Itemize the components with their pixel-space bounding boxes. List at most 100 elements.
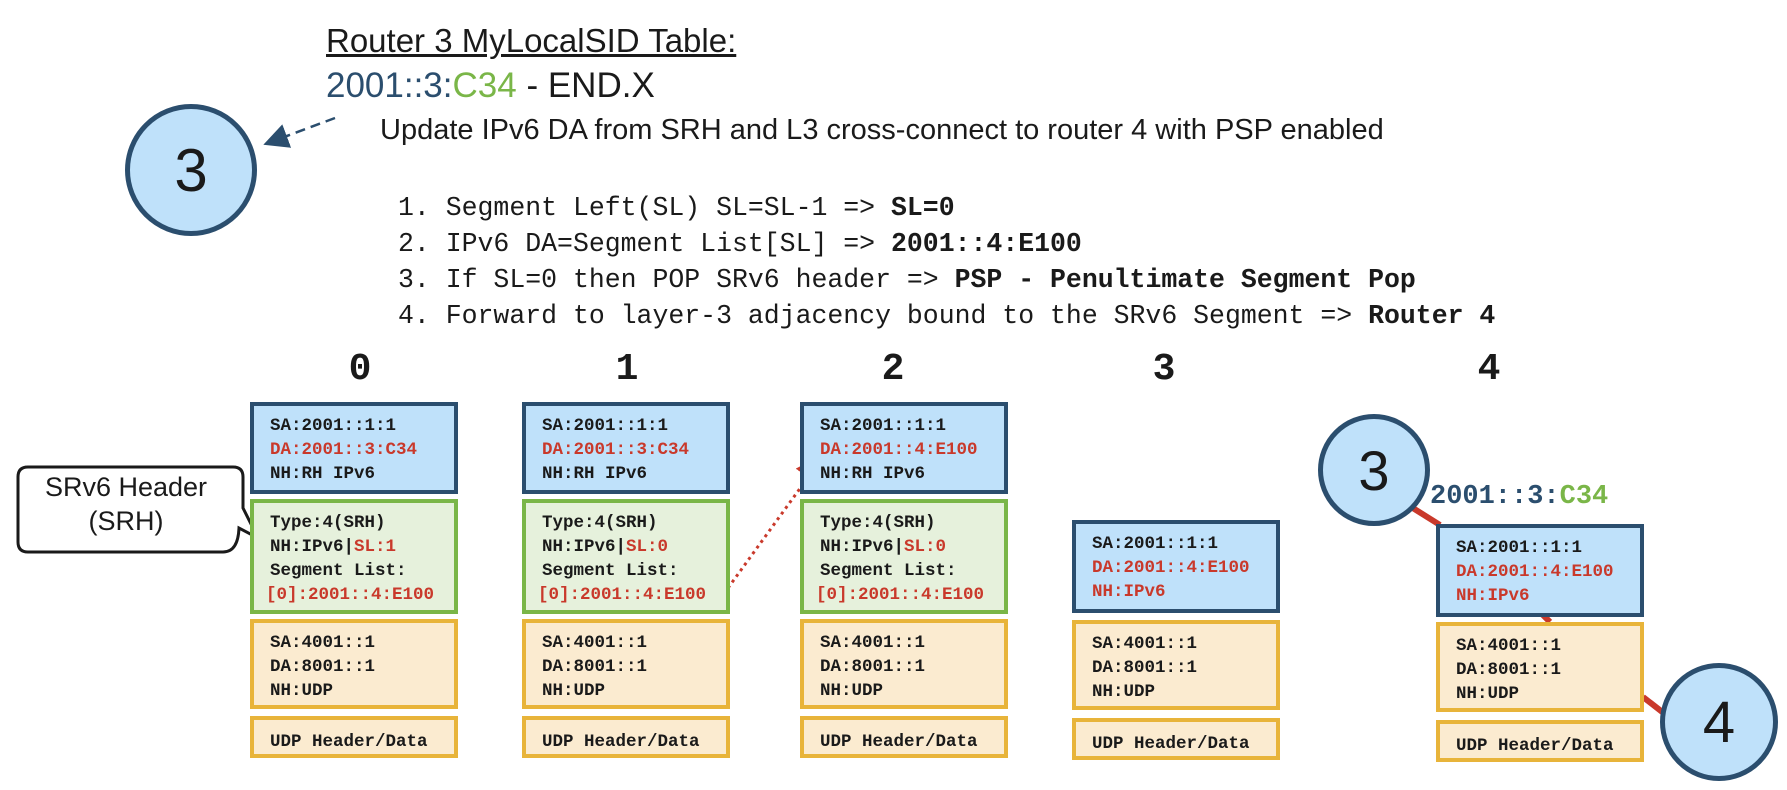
inner-source-address: SA:4001::1	[1456, 636, 1562, 656]
inner-destination-address: DA:8001::1	[820, 657, 926, 677]
step-text: Forward to layer-3 adjacency bound to th…	[445, 301, 1369, 331]
inner-next-header: NH:UDP	[820, 681, 884, 701]
inner-destination-address: DA:8001::1	[270, 657, 376, 677]
column-label-4: 4	[1477, 348, 1501, 391]
step-text: If SL=0 then POP SRv6 header =>	[445, 265, 955, 295]
step-text: IPv6 DA=Segment List[SL] =>	[445, 229, 891, 259]
inner-destination-address: DA:8001::1	[1456, 660, 1562, 680]
srh-type: Type:4(SRH)	[542, 513, 658, 533]
step-item: 2. IPv6 DA=Segment List[SL] => 2001::4:E…	[398, 226, 1495, 262]
segment-list-entry: [0]:2001::4:E100	[816, 585, 985, 605]
source-address: SA:2001::1:1	[542, 416, 669, 436]
segment-list-label: Segment List:	[542, 561, 679, 581]
step-result: SL=0	[891, 193, 955, 223]
sid-function: C34	[1559, 482, 1609, 512]
inner-destination-address: DA:8001::1	[542, 657, 648, 677]
srh-next-header: NH:IPv6|SL:0	[542, 535, 726, 559]
inner-source-address: SA:4001::1	[270, 633, 376, 653]
sid-function: C34	[452, 66, 517, 105]
inner-ip-header: SA:4001::1 DA:8001::1 NH:UDP	[800, 619, 1008, 709]
sid-locator: 2001::3:	[326, 66, 453, 105]
column-label-1: 1	[615, 348, 639, 391]
inner-next-header: NH:UDP	[542, 681, 606, 701]
srh-type: Type:4(SRH)	[270, 513, 386, 533]
srh-callout-text: SRv6 Header (SRH)	[44, 472, 208, 536]
segment-list-label: Segment List:	[270, 561, 407, 581]
udp-payload: UDP Header/Data	[1436, 720, 1644, 762]
segments-left: SL:0	[904, 537, 947, 557]
udp-payload: UDP Header/Data	[1072, 718, 1280, 760]
sid-description: Update IPv6 DA from SRH and L3 cross-con…	[380, 114, 1384, 146]
inner-next-header: NH:UDP	[1092, 682, 1156, 702]
segments-left: SL:0	[626, 537, 669, 557]
srh-next-header: NH:IPv6|SL:1	[270, 535, 454, 559]
inner-next-header: NH:UDP	[270, 681, 334, 701]
router-3-node-small: 3	[1318, 414, 1430, 526]
destination-address: DA:2001::4:E100	[1092, 558, 1250, 578]
page-title: Router 3 MyLocalSID Table:	[326, 22, 737, 59]
step-text: Segment Left(SL) SL=SL-1 =>	[445, 193, 891, 223]
srh-header: Type:4(SRH) NH:IPv6|SL:0 Segment List: […	[800, 499, 1008, 614]
ipv6-header: SA:2001::1:1 DA:2001::3:C34 NH:RH IPv6	[250, 402, 458, 494]
inner-ip-header: SA:4001::1 DA:8001::1 NH:UDP	[1072, 620, 1280, 710]
callout-bubble	[16, 465, 262, 554]
inner-source-address: SA:4001::1	[542, 633, 648, 653]
segment-list-entry: [0]:2001::4:E100	[266, 585, 435, 605]
step-item: 1. Segment Left(SL) SL=SL-1 => SL=0	[398, 190, 1495, 226]
column-label-3: 3	[1152, 348, 1176, 391]
ipv6-header: SA:2001::1:1 DA:2001::4:E100 NH:IPv6	[1436, 524, 1644, 617]
srh-header: Type:4(SRH) NH:IPv6|SL:1 Segment List: […	[250, 499, 458, 614]
step-number: 2.	[398, 229, 430, 259]
udp-payload: UDP Header/Data	[800, 716, 1008, 758]
destination-address: DA:2001::4:E100	[1456, 562, 1614, 582]
step-item: 3. If SL=0 then POP SRv6 header => PSP -…	[398, 262, 1495, 298]
segment-list-label: Segment List:	[820, 561, 957, 581]
inner-ip-header: SA:4001::1 DA:8001::1 NH:UDP	[250, 619, 458, 709]
source-address: SA:2001::1:1	[1456, 538, 1583, 558]
srh-type: Type:4(SRH)	[820, 513, 936, 533]
segment-list-entry: [0]:2001::4:E100	[538, 585, 707, 605]
inner-ip-header: SA:4001::1 DA:8001::1 NH:UDP	[1436, 622, 1644, 712]
router-3-node: 3	[125, 104, 257, 236]
destination-address: DA:2001::3:C34	[542, 440, 690, 460]
step-result: PSP - Penultimate Segment Pop	[954, 265, 1416, 295]
step-result: 2001::4:E100	[891, 229, 1082, 259]
router-4-node: 4	[1660, 663, 1778, 781]
srh-nh: NH:IPv6|	[270, 537, 355, 557]
ipv6-header: SA:2001::1:1 DA:2001::3:C34 NH:RH IPv6	[522, 402, 730, 494]
source-address: SA:2001::1:1	[1092, 534, 1219, 554]
udp-payload: UDP Header/Data	[250, 716, 458, 758]
inner-source-address: SA:4001::1	[1092, 634, 1198, 654]
next-header: NH:IPv6	[1092, 582, 1166, 602]
next-header: NH:IPv6	[1456, 586, 1530, 606]
next-header: NH:RH IPv6	[542, 464, 648, 484]
step-number: 4.	[398, 301, 430, 331]
srh-next-header: NH:IPv6|SL:0	[820, 535, 1004, 559]
column-label-2: 2	[881, 348, 905, 391]
inner-destination-address: DA:8001::1	[1092, 658, 1198, 678]
source-address: SA:2001::1:1	[820, 416, 947, 436]
srh-nh: NH:IPv6|	[820, 537, 905, 557]
inner-source-address: SA:4001::1	[820, 633, 926, 653]
column-label-0: 0	[348, 348, 372, 391]
inner-ip-header: SA:4001::1 DA:8001::1 NH:UDP	[522, 619, 730, 709]
udp-payload: UDP Header/Data	[522, 716, 730, 758]
step-number: 3.	[398, 265, 430, 295]
ipv6-header: SA:2001::1:1 DA:2001::4:E100 NH:RH IPv6	[800, 402, 1008, 494]
segments-left: SL:1	[354, 537, 397, 557]
sid-behavior: - END.X	[516, 66, 655, 105]
destination-address: DA:2001::4:E100	[820, 440, 978, 460]
step-item: 4. Forward to layer-3 adjacency bound to…	[398, 298, 1495, 334]
sid-locator: 2001::3:	[1430, 482, 1560, 512]
source-address: SA:2001::1:1	[270, 416, 397, 436]
ipv6-header: SA:2001::1:1 DA:2001::4:E100 NH:IPv6	[1072, 520, 1280, 613]
router-pointer-arrow	[263, 116, 336, 148]
next-header: NH:RH IPv6	[820, 464, 926, 484]
srh-header: Type:4(SRH) NH:IPv6|SL:0 Segment List: […	[522, 499, 730, 614]
destination-address: DA:2001::3:C34	[270, 440, 418, 460]
step-result: Router 4	[1368, 301, 1496, 331]
next-header: NH:RH IPv6	[270, 464, 376, 484]
step-number: 1.	[398, 193, 430, 223]
router3-sid-label: 2001::3:C34	[1430, 482, 1608, 512]
step-list: 1. Segment Left(SL) SL=SL-1 => SL=0 2. I…	[398, 190, 1495, 334]
